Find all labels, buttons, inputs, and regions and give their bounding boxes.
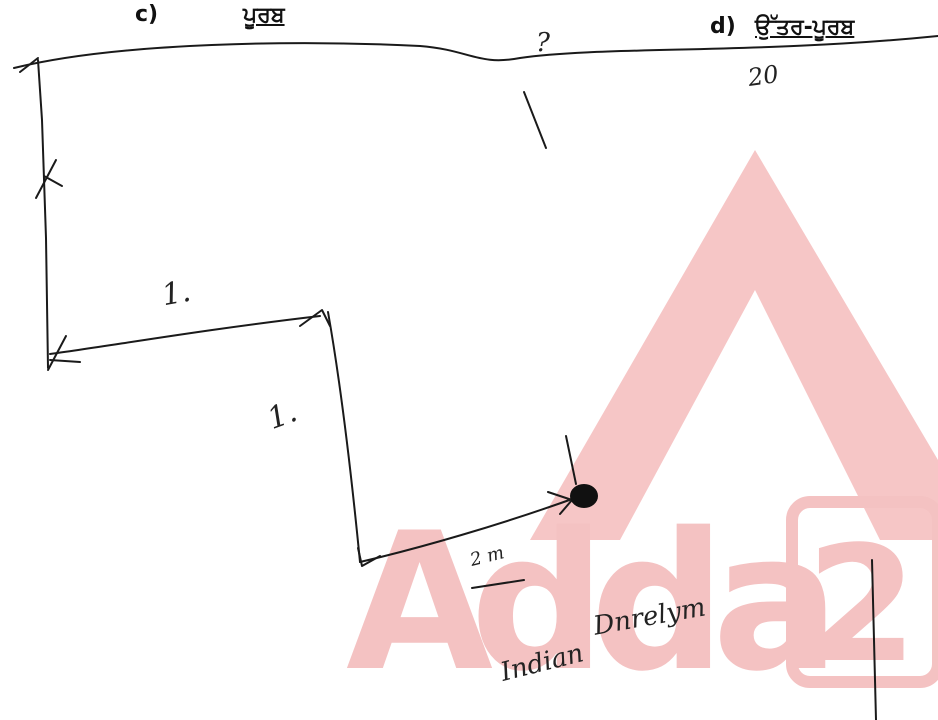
handwritten-distance-1: 1.: [159, 273, 194, 314]
position-dot: [570, 484, 598, 508]
option-d-label: d): [710, 14, 736, 39]
svg-text:d: d: [470, 492, 606, 713]
svg-text:2: 2: [806, 511, 917, 698]
option-c-text: ਪੂਰਬ: [243, 3, 285, 28]
handwritten-number: 20: [746, 60, 781, 92]
svg-text:d: d: [590, 492, 726, 713]
handwritten-question-mark: ?: [536, 28, 550, 58]
option-d-text: ਉੱਤਰ-ਪੂਰਬ: [755, 15, 855, 40]
svg-text:A: A: [346, 492, 493, 713]
option-c-label: c): [135, 2, 159, 27]
